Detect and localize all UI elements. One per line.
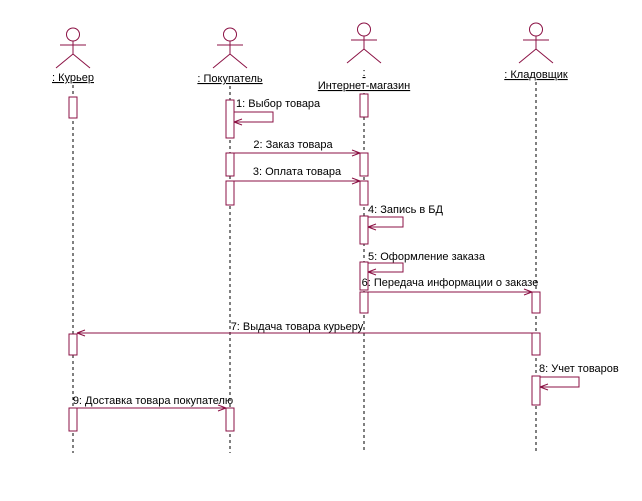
- actor-label-shop: Интернет-магазин: [318, 80, 410, 92]
- actor-head: [66, 27, 80, 42]
- activation-warehouse-13[interactable]: [531, 291, 541, 314]
- message-4[interactable]: 4: Запись в БД: [367, 204, 443, 231]
- activation-warehouse-15[interactable]: [531, 375, 541, 406]
- actor-warehouse[interactable]: : Кладовщик: [504, 22, 568, 81]
- arrowhead-icon: [523, 291, 533, 296]
- message-1[interactable]: 1: Выбор товара: [233, 98, 321, 126]
- activation-shop-11[interactable]: [359, 261, 369, 291]
- message-label: 3: Оплата товара: [253, 166, 342, 178]
- arrowhead-icon: [233, 118, 243, 123]
- actor-leg-right: [72, 53, 91, 69]
- arrowhead-icon: [217, 407, 227, 412]
- actor-leg-right: [535, 48, 554, 64]
- arrowhead-icon: [367, 268, 377, 273]
- activation-courier-1[interactable]: [68, 333, 78, 356]
- actor-leg-left: [346, 48, 365, 64]
- actor-label-courier: : Курьер: [52, 72, 94, 84]
- actor-leg-right: [363, 48, 382, 64]
- activation-shop-10[interactable]: [359, 215, 369, 245]
- activation-shop-7[interactable]: [359, 93, 369, 118]
- arrowhead-icon: [539, 386, 549, 391]
- message-label: 4: Запись в БД: [368, 204, 443, 216]
- activation-shop-8[interactable]: [359, 152, 369, 177]
- activation-courier-2[interactable]: [68, 407, 78, 432]
- message-3[interactable]: 3: Оплата товара: [234, 166, 361, 185]
- activation-buyer-6[interactable]: [225, 407, 235, 432]
- actor-shop[interactable]: :Интернет-магазин: [318, 22, 410, 92]
- message-label: 7: Выдача товара курьеру: [231, 321, 364, 333]
- arrowhead-icon: [351, 177, 361, 182]
- message-label: 6: Передача информации о заказе: [362, 277, 539, 289]
- message-label: 1: Выбор товара: [236, 98, 321, 110]
- message-6[interactable]: 6: Передача информации о заказе: [362, 277, 539, 296]
- self-message-line: [234, 111, 274, 123]
- activation-buyer-3[interactable]: [225, 99, 235, 139]
- arrowhead-icon: [539, 383, 549, 388]
- self-message-line: [368, 262, 404, 273]
- message-label: 9: Доставка товара покупателю: [73, 395, 233, 407]
- message-label: 5: Оформление заказа: [368, 251, 486, 263]
- activation-shop-12[interactable]: [359, 291, 369, 314]
- self-message-line: [540, 376, 580, 388]
- arrowhead-icon: [351, 180, 361, 185]
- activation-warehouse-14[interactable]: [531, 332, 541, 356]
- arrowhead-icon: [523, 288, 533, 293]
- message-2[interactable]: 2: Заказ товара: [234, 139, 361, 157]
- arrowhead-icon: [351, 152, 361, 157]
- arrowhead-icon: [233, 121, 243, 126]
- arrowhead-icon: [76, 332, 86, 337]
- actor-buyer[interactable]: : Покупатель: [197, 27, 263, 85]
- arrowhead-icon: [367, 226, 377, 231]
- activation-courier-0[interactable]: [68, 96, 78, 119]
- activation-buyer-5[interactable]: [225, 180, 235, 206]
- actor-label-shop: :: [362, 67, 365, 79]
- message-7[interactable]: 7: Выдача товара курьеру: [76, 321, 532, 337]
- arrowhead-icon: [367, 271, 377, 276]
- message-label: 8: Учет товаров: [539, 363, 619, 375]
- message-label: 2: Заказ товара: [253, 139, 333, 151]
- message-9[interactable]: 9: Доставка товара покупателю: [73, 395, 233, 412]
- activation-shop-9[interactable]: [359, 180, 369, 206]
- actor-head: [223, 27, 237, 42]
- actor-head: [357, 22, 371, 37]
- actor-leg-left: [55, 53, 74, 69]
- actor-leg-right: [229, 53, 248, 69]
- actor-label-buyer: : Покупатель: [197, 73, 262, 85]
- actor-label-warehouse: : Кладовщик: [504, 69, 568, 81]
- actor-courier[interactable]: : Курьер: [52, 27, 94, 84]
- arrowhead-icon: [217, 404, 227, 409]
- actor-leg-left: [212, 53, 231, 69]
- arrowhead-icon: [76, 329, 86, 334]
- self-message-line: [368, 216, 404, 228]
- message-8[interactable]: 8: Учет товаров: [539, 363, 619, 391]
- actor-head: [529, 22, 543, 37]
- message-5[interactable]: 5: Оформление заказа: [367, 251, 486, 276]
- activation-buyer-4[interactable]: [225, 152, 235, 177]
- arrowhead-icon: [367, 223, 377, 228]
- actor-leg-left: [518, 48, 537, 64]
- arrowhead-icon: [351, 149, 361, 154]
